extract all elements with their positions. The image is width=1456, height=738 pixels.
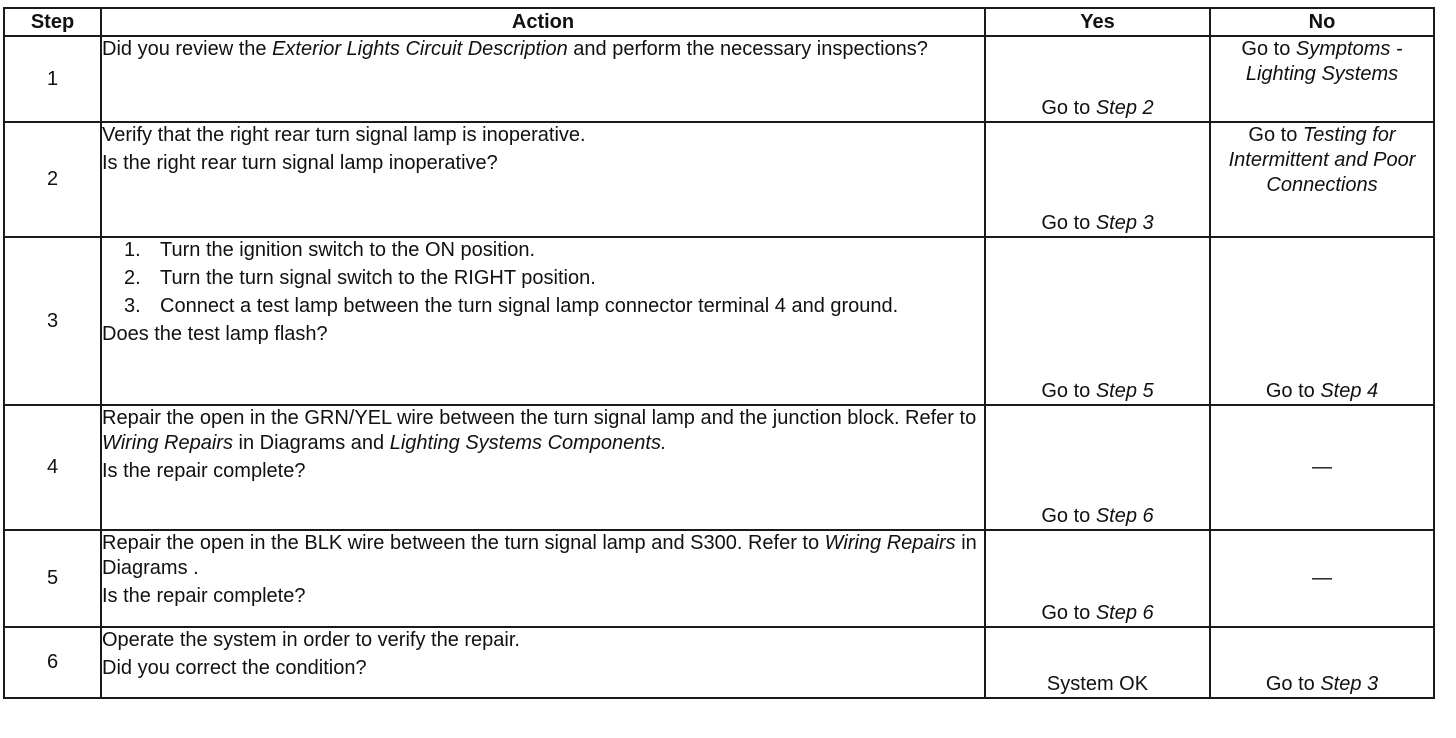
yes-cell: Go to Step 6 bbox=[984, 529, 1211, 628]
yes-cell: Go to Step 3 bbox=[984, 121, 1211, 238]
table-row: 6 Operate the system in order to verify … bbox=[3, 626, 1435, 699]
yes-cell: Go to Step 5 bbox=[984, 236, 1211, 406]
no-cell: — bbox=[1209, 529, 1435, 628]
step-number: 2 bbox=[3, 121, 102, 238]
action-question: Is the repair complete? bbox=[102, 585, 306, 607]
italic-reference: Exterior Lights Circuit Description bbox=[272, 38, 568, 60]
no-cell: Go to Step 4 bbox=[1209, 236, 1435, 406]
step-number: 3 bbox=[3, 236, 102, 406]
action-text: Did you review the Exterior Lights Circu… bbox=[102, 38, 928, 60]
italic-reference: Step 5 bbox=[1095, 380, 1154, 402]
table-row: 1 Did you review the Exterior Lights Cir… bbox=[3, 35, 1435, 123]
table-row: 5 Repair the open in the BLK wire betwee… bbox=[3, 529, 1435, 628]
no-dash: — bbox=[1312, 456, 1332, 478]
italic-reference: Wiring Repairs bbox=[824, 532, 956, 554]
table-row: 2 Verify that the right rear turn signal… bbox=[3, 121, 1435, 238]
yes-cell: Go to Step 2 bbox=[984, 35, 1211, 123]
no-cell: Go to Step 3 bbox=[1209, 626, 1435, 699]
no-cell: Go to Symptoms - Lighting Systems bbox=[1209, 35, 1435, 123]
italic-reference: Lighting Systems Components. bbox=[389, 432, 667, 454]
step-number: 5 bbox=[3, 529, 102, 628]
header-action: Action bbox=[100, 7, 986, 37]
italic-reference: Step 3 bbox=[1320, 673, 1379, 695]
action-question: Did you correct the condition? bbox=[102, 657, 367, 679]
table-header-row: Step Action Yes No bbox=[3, 7, 1435, 37]
action-question: Is the repair complete? bbox=[102, 460, 306, 482]
no-result: Go to Symptoms - Lighting Systems bbox=[1241, 38, 1403, 85]
no-cell: — bbox=[1209, 404, 1435, 531]
list-item: 3. Connect a test lamp between the turn … bbox=[124, 295, 899, 317]
no-cell: Go to Testing for Intermittent and Poor … bbox=[1209, 121, 1435, 238]
table-row: 3 1. Turn the ignition switch to the ON … bbox=[3, 236, 1435, 406]
step-number: 4 bbox=[3, 404, 102, 531]
yes-cell: Go to Step 6 bbox=[984, 404, 1211, 531]
italic-reference: Wiring Repairs bbox=[102, 432, 233, 454]
action-cell: Repair the open in the GRN/YEL wire betw… bbox=[100, 404, 986, 531]
action-cell: Operate the system in order to verify th… bbox=[100, 626, 986, 699]
action-cell: Verify that the right rear turn signal l… bbox=[100, 121, 986, 238]
diagnostic-table-container: Step Action Yes No 1 Did you review the … bbox=[3, 7, 1435, 699]
italic-reference: Step 6 bbox=[1095, 602, 1154, 624]
italic-reference: Symptoms - Lighting Systems bbox=[1245, 38, 1403, 85]
action-cell: Did you review the Exterior Lights Circu… bbox=[100, 35, 986, 123]
italic-reference: Testing for Intermittent and Poor Connec… bbox=[1228, 124, 1416, 196]
header-yes: Yes bbox=[984, 7, 1211, 37]
action-instruction: Verify that the right rear turn signal l… bbox=[102, 124, 586, 146]
action-question: Is the right rear turn signal lamp inope… bbox=[102, 152, 498, 174]
list-item: 2. Turn the turn signal switch to the RI… bbox=[124, 267, 596, 289]
italic-reference: Step 2 bbox=[1095, 97, 1154, 119]
action-steps-list: 1. Turn the ignition switch to the ON po… bbox=[102, 238, 984, 319]
action-cell: 1. Turn the ignition switch to the ON po… bbox=[100, 236, 986, 406]
table-row: 4 Repair the open in the GRN/YEL wire be… bbox=[3, 404, 1435, 531]
action-instruction: Repair the open in the GRN/YEL wire betw… bbox=[102, 407, 977, 454]
header-step: Step bbox=[3, 7, 102, 37]
action-instruction: Repair the open in the BLK wire between … bbox=[102, 532, 977, 579]
action-instruction: Operate the system in order to verify th… bbox=[102, 629, 520, 651]
diagnostic-table: Step Action Yes No 1 Did you review the … bbox=[3, 7, 1435, 699]
step-number: 1 bbox=[3, 35, 102, 123]
italic-reference: Step 3 bbox=[1095, 212, 1154, 234]
italic-reference: Step 4 bbox=[1320, 380, 1379, 402]
yes-cell: System OK bbox=[984, 626, 1211, 699]
list-item: 1. Turn the ignition switch to the ON po… bbox=[124, 239, 535, 261]
no-result: Go to Testing for Intermittent and Poor … bbox=[1228, 124, 1416, 196]
header-no: No bbox=[1209, 7, 1435, 37]
action-question: Does the test lamp flash? bbox=[102, 323, 328, 345]
italic-reference: Step 6 bbox=[1095, 505, 1154, 527]
action-cell: Repair the open in the BLK wire between … bbox=[100, 529, 986, 628]
step-number: 6 bbox=[3, 626, 102, 699]
no-dash: — bbox=[1312, 567, 1332, 589]
